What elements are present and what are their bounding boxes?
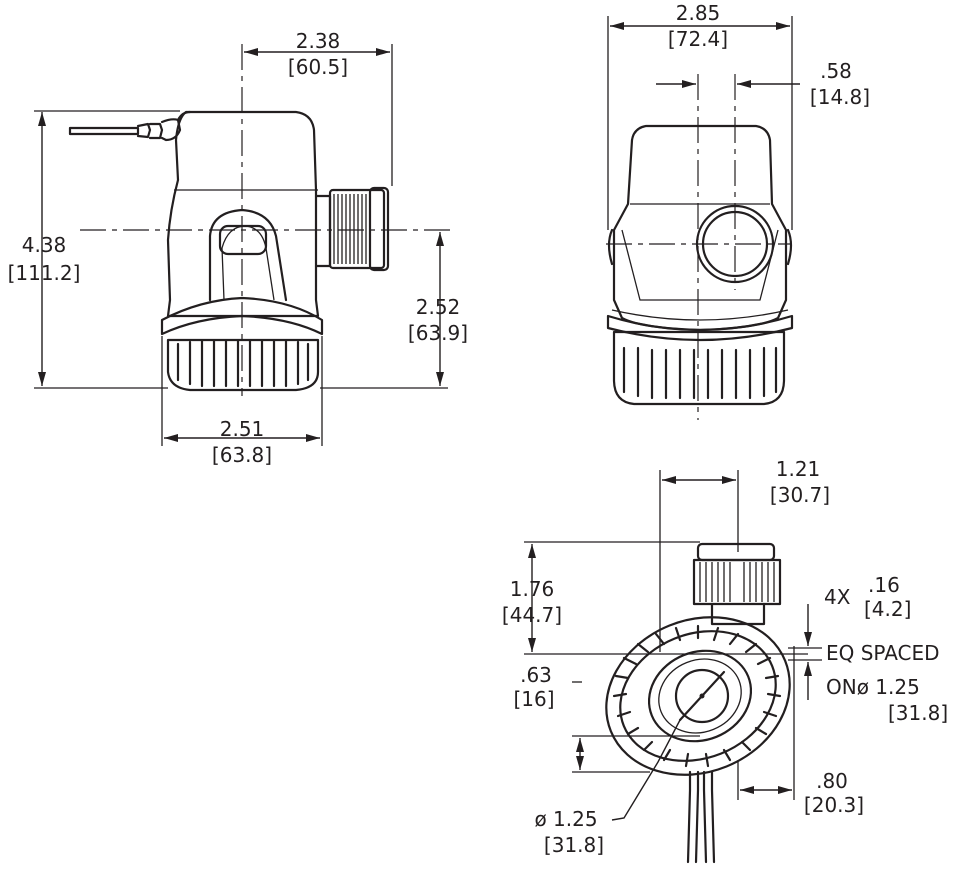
dim-bottom-width-in: 1.21 (776, 457, 821, 481)
dim-holes-eq-spaced: EQ SPACED (826, 641, 940, 665)
dim-side-width-in: 2.85 (676, 1, 721, 25)
side-strainer-slots (622, 346, 778, 400)
dim-diameter-in: ø 1.25 (534, 807, 597, 831)
dim-diameter-mm: [31.8] (544, 833, 604, 857)
front-outlet (314, 186, 390, 272)
dim-base-width-mm: [63.8] (212, 443, 272, 467)
side-view (606, 16, 800, 420)
dim-front-top-mm: [60.5] (288, 55, 348, 79)
dim-bottom-depth-in: 1.76 (510, 577, 555, 601)
dim-bottom-depth-mm: [44.7] (502, 603, 562, 627)
dim-height-mm: [111.2] (8, 261, 81, 285)
dim-base-width-in: 2.51 (220, 417, 265, 441)
bottom-view (524, 470, 822, 864)
dim-side-offset-mm: [20.3] (804, 793, 864, 817)
dim-outlet-offset-in: .58 (820, 59, 852, 83)
dim-offset-in: .63 (520, 663, 552, 687)
side-strainer (612, 330, 786, 406)
dim-holes-in: .16 (868, 573, 900, 597)
dim-side-width-mm: [72.4] (668, 27, 728, 51)
dimension-labels: 2.38 [60.5] 4.38 [111.2] 2.52 [63.9] 2.5… (8, 1, 949, 857)
dim-height-in: 4.38 (22, 233, 67, 257)
dim-front-top-in: 2.38 (296, 29, 341, 53)
dim-outlet-height-mm: [63.9] (408, 321, 468, 345)
front-view (34, 44, 452, 446)
dim-holes-prefix: 4X (824, 585, 851, 609)
front-housing (166, 110, 320, 318)
front-float-switch (218, 224, 268, 256)
front-base-cap (160, 296, 324, 336)
bottom-wires (686, 770, 716, 864)
bottom-outlet (692, 542, 782, 626)
dim-bottom-width-mm: [30.7] (770, 483, 830, 507)
dim-side-offset-in: .80 (816, 769, 848, 793)
dim-outlet-offset-mm: [14.8] (810, 85, 870, 109)
dim-outlet-height-in: 2.52 (416, 295, 461, 319)
bottom-strainer (605, 616, 791, 776)
dim-holes-dia-mm: [31.8] (888, 701, 948, 725)
dim-holes-on-dia: ONø 1.25 (826, 675, 920, 699)
front-strainer (166, 338, 320, 392)
dim-holes-mm: [4.2] (864, 597, 911, 621)
dim-offset-mm: [16] (513, 687, 554, 711)
front-strainer-slots (176, 340, 310, 388)
front-cord (68, 110, 192, 142)
